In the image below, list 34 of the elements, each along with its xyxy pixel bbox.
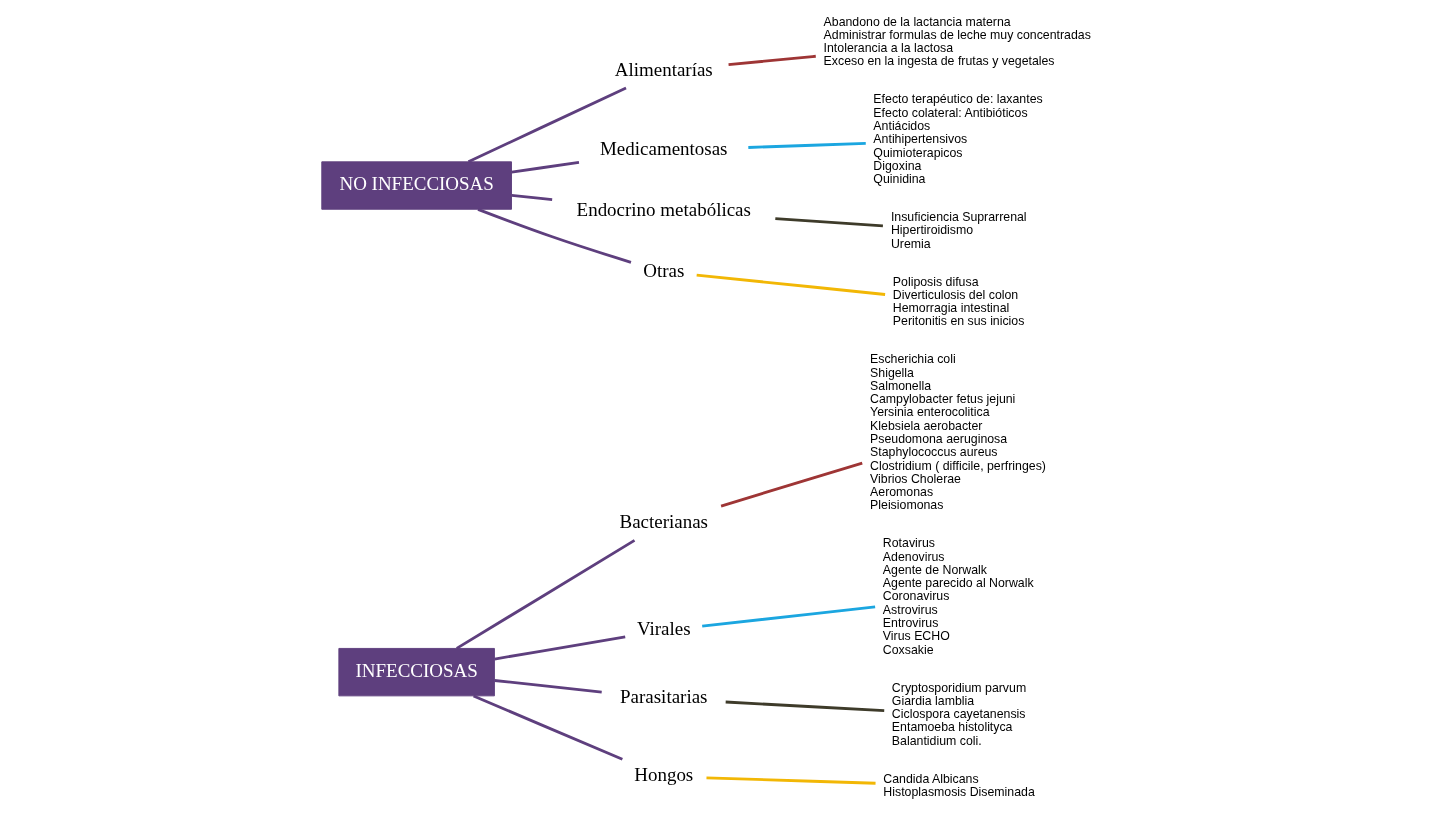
node-text: Bacterianas <box>619 510 708 532</box>
node-text: Candida Albicans Histoplasmosis Diseminada <box>883 771 1035 799</box>
connector <box>720 461 863 508</box>
connector <box>477 208 632 264</box>
connector <box>702 605 876 628</box>
node-text: Otras <box>643 259 685 281</box>
connector <box>775 217 883 228</box>
node-text: Alimentarías <box>614 58 713 80</box>
node-box: NO INFECCIOSAS <box>321 161 512 210</box>
node-text: Medicamentosas <box>600 138 728 160</box>
node-box: INFECCIOSAS <box>338 647 495 697</box>
node-text: Cryptosporidium parvum Giardia lamblia Ciclospora cayetanensis Entamoeba histolityca Balantidium coli. <box>891 680 1027 748</box>
connector <box>511 193 553 201</box>
node-text: Endocrino metabólicas <box>576 198 751 220</box>
connector <box>706 776 876 785</box>
node-text: Rotavirus Adenovirus Agente de Norwalk Agente parecido al Norwalk Coronavirus Astrovirus Entrovirus Virus ECHO Coxsakie <box>882 536 1034 657</box>
connector <box>473 694 623 761</box>
node-text: Insuficiencia Suprarrenal Hipertiroidismo Uremia <box>890 210 1027 251</box>
node-text: Virales <box>636 618 691 640</box>
node-text: Efecto terapéutico de: laxantes Efecto colateral: Antibióticos Antiácidos Antihipertensivos Quimioterapicos Digoxina Quinidina <box>873 92 1043 187</box>
node-text: Parasitarias <box>620 686 708 708</box>
connector <box>511 161 580 174</box>
connector <box>725 700 885 713</box>
connector <box>456 539 636 650</box>
node-text: Poliposis difusa Diverticulosis del colon Hemorragia intestinal Peritonitis en sus inicios <box>892 274 1025 329</box>
node-text: Escherichia coli Shigella Salmonella Campylobacter fetus jejuni Yersinia enterocolitica Klebsiela aerobacter Pseudomona aeruginosa Staphylococcus aureus Clostridium ( difficile, perfringes) Vibrios Cholerae Aeromonas Pleisiomonas <box>870 352 1046 513</box>
connector <box>696 273 886 296</box>
connector <box>728 54 816 67</box>
connector <box>467 86 627 164</box>
node-text: Abandono de la lactancia materna Administrar formulas de leche muy concentradas Intolerancia a la lactosa Exceso en la ingesta de frutas y vegetales <box>823 14 1091 69</box>
node-text: Hongos <box>634 764 694 786</box>
connector <box>748 141 866 149</box>
connector <box>494 635 626 661</box>
connector <box>494 679 602 694</box>
